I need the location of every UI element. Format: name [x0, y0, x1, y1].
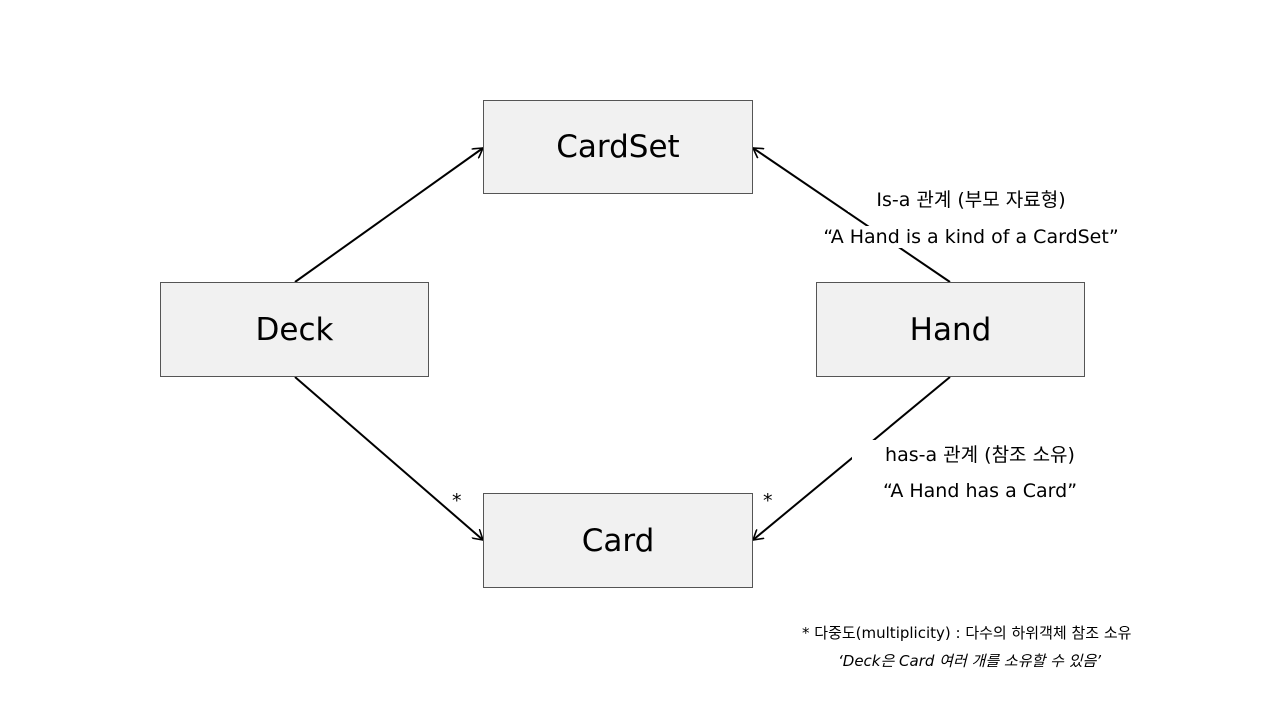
has-a-relation-quote: “A Hand has a Card” — [862, 480, 1098, 502]
card-label: Card — [581, 522, 655, 559]
card-box: Card — [483, 493, 753, 588]
has-a-relation-title: has-a 관계 (참조 소유) — [852, 440, 1108, 467]
hand-to-cardset-arrow — [753, 148, 951, 283]
is-a-relation-quote: “A Hand is a kind of a CardSet” — [808, 226, 1134, 248]
multiplicity-footnote: * 다중도(multiplicity) : 다수의 하위객체 참조 소유 — [802, 624, 1132, 642]
deck-box: Deck — [160, 282, 429, 377]
hand-to-card-arrow — [753, 376, 951, 540]
deck-to-cardset-arrow — [294, 148, 483, 283]
cardset-label: CardSet — [556, 129, 680, 165]
multiplicity-example: ‘Deck은 Card 여러 개를 소유할 수 있음’ — [838, 652, 1102, 670]
deck-card-multiplicity: * — [452, 490, 462, 512]
hand-label: Hand — [909, 311, 992, 348]
is-a-relation-title: Is-a 관계 (부모 자료형) — [848, 185, 1094, 212]
hand-card-multiplicity: * — [763, 490, 773, 512]
deck-to-card-arrow — [294, 376, 483, 540]
hand-box: Hand — [816, 282, 1085, 377]
deck-label: Deck — [255, 311, 334, 348]
cardset-box: CardSet — [483, 100, 753, 194]
